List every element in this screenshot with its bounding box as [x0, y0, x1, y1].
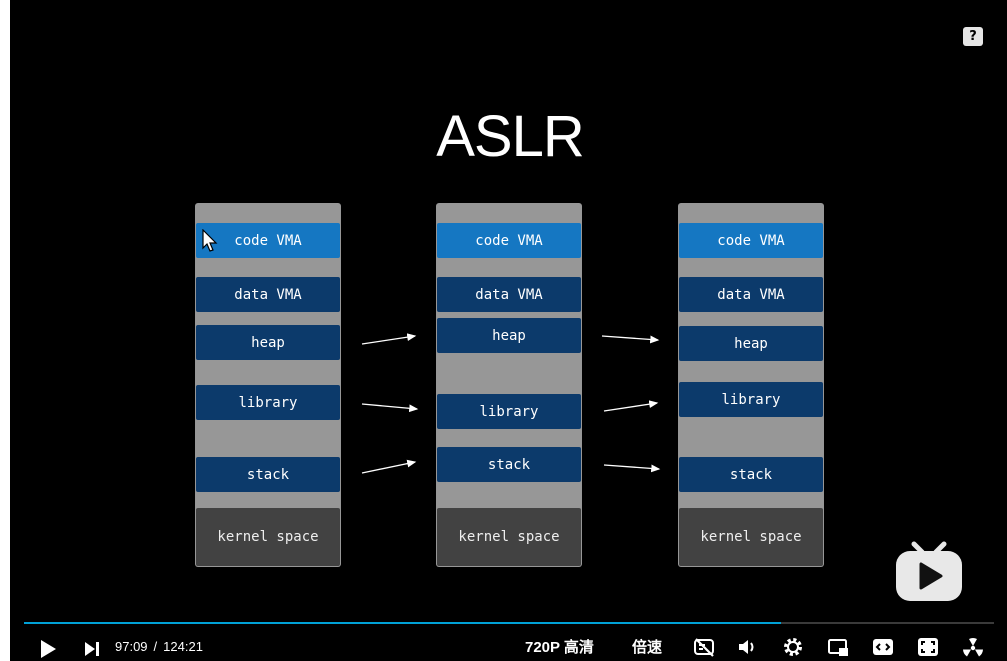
video-player[interactable]: ? ASLR code VMA data VMA heap library st… [10, 0, 1007, 661]
block-data-vma: data VMA [679, 277, 823, 312]
block-library: library [196, 385, 340, 420]
block-code-vma: code VMA [679, 223, 823, 258]
block-library: library [679, 382, 823, 417]
arrow-heap-2 [601, 335, 660, 344]
memory-column-3: code VMA data VMA heap library stack ker… [678, 203, 824, 567]
block-data-vma: data VMA [196, 277, 340, 312]
slide-title: ASLR [436, 104, 585, 169]
danmaku-off-icon[interactable] [693, 636, 715, 658]
next-icon[interactable] [82, 639, 102, 659]
volume-icon[interactable] [736, 636, 758, 658]
time-separator: / [153, 638, 158, 654]
quality-button[interactable]: 720P 高清 [525, 639, 594, 656]
widescreen-icon[interactable] [872, 636, 894, 658]
arrow-library-1 [361, 403, 419, 413]
arrow-stack-1 [361, 459, 417, 474]
arrow-library-2 [603, 400, 659, 412]
mouse-cursor-icon [202, 229, 218, 252]
block-kernel-space: kernel space [679, 508, 823, 566]
help-icon[interactable]: ? [963, 27, 983, 46]
bilibili-tv-icon[interactable] [894, 540, 964, 604]
radiation-icon[interactable] [962, 636, 984, 658]
block-code-vma: code VMA [196, 223, 340, 258]
speed-button[interactable]: 倍速 [632, 639, 663, 656]
relocation-arrows [361, 333, 661, 474]
memory-column-1: code VMA data VMA heap library stack ker… [195, 203, 341, 567]
current-time: 97:09 [115, 638, 148, 654]
settings-icon[interactable] [782, 636, 804, 658]
progress-fill [24, 622, 781, 624]
fullscreen-icon[interactable] [917, 636, 939, 658]
arrow-stack-2 [603, 464, 661, 473]
block-code-vma: code VMA [437, 223, 581, 258]
play-icon[interactable] [37, 638, 59, 660]
pip-icon[interactable] [827, 636, 849, 658]
block-kernel-space: kernel space [437, 508, 581, 566]
block-stack: stack [679, 457, 823, 492]
block-heap: heap [196, 325, 340, 360]
time-display: 97:09 / 124:21 [115, 632, 203, 660]
block-kernel-space: kernel space [196, 508, 340, 566]
block-library: library [437, 394, 581, 429]
progress-bar[interactable] [24, 622, 994, 624]
total-time: 124:21 [163, 638, 203, 654]
block-stack: stack [196, 457, 340, 492]
block-data-vma: data VMA [437, 277, 581, 312]
block-heap: heap [437, 318, 581, 353]
block-heap: heap [679, 326, 823, 361]
memory-column-2: code VMA data VMA heap library stack ker… [436, 203, 582, 567]
block-stack: stack [437, 447, 581, 482]
arrow-heap-1 [361, 333, 417, 345]
